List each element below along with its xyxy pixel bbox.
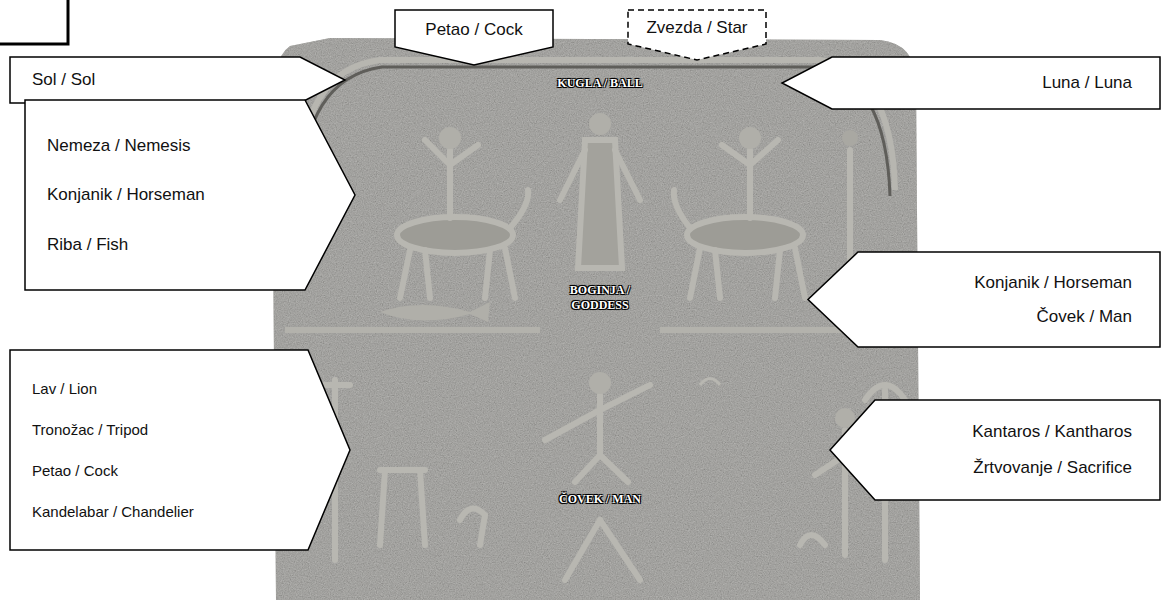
relief-label: ČOVEK / MAN — [520, 492, 680, 507]
callout-outline — [808, 252, 1160, 347]
callout-text: Tronožac / Tripod — [32, 421, 148, 438]
callout-box: Luna / Luna — [782, 57, 1160, 109]
callout-text: Čovek / Man — [1037, 307, 1132, 327]
callout-box: Lav / LionTronožac / TripodPetao / CockK… — [10, 350, 350, 550]
callout-text: Zvezda / Star — [646, 18, 747, 38]
callout-outline — [830, 400, 1160, 500]
callout-text: Konjanik / Horseman — [974, 273, 1132, 293]
callout-text: Petao / Cock — [425, 20, 522, 40]
callout-text: Kandelabar / Chandelier — [32, 503, 194, 520]
corner-box — [0, 0, 68, 44]
relief-label: KUGLA / BALL — [520, 76, 680, 91]
callout-box: Zvezda / Star — [628, 10, 766, 60]
callout-text: Lav / Lion — [32, 380, 97, 397]
callout-box: Petao / Cock — [395, 10, 553, 65]
callout-text: Žrtvovanje / Sacrifice — [973, 458, 1132, 478]
callout-text: Konjanik / Horseman — [47, 185, 205, 205]
callout-text: Nemeza / Nemesis — [47, 136, 191, 156]
callout-text: Sol / Sol — [32, 70, 95, 90]
callout-text: Petao / Cock — [32, 462, 118, 479]
callout-text: Riba / Fish — [47, 235, 128, 255]
callout-box: Konjanik / HorsemanČovek / Man — [808, 252, 1160, 347]
callout-box: Kantaros / KantharosŽrtvovanje / Sacrifi… — [830, 400, 1160, 500]
relief-label: BOGINJA / GODDESS — [554, 283, 646, 313]
callout-box: Sol / Sol — [10, 57, 345, 103]
callout-text: Luna / Luna — [1042, 73, 1132, 93]
callout-box: Nemeza / NemesisKonjanik / HorsemanRiba … — [25, 100, 355, 290]
callout-text: Kantaros / Kantharos — [972, 422, 1132, 442]
